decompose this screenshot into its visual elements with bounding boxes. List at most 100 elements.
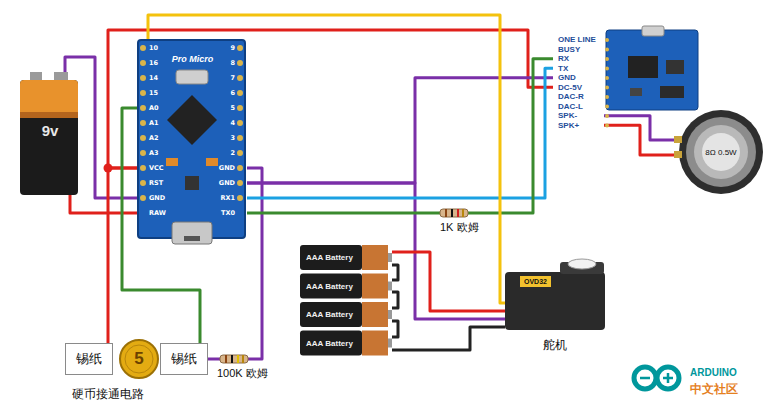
foil-pad: 锡纸 bbox=[160, 343, 208, 375]
battery-body bbox=[300, 302, 362, 327]
battery-cap bbox=[362, 302, 388, 327]
logo-plus bbox=[667, 373, 670, 383]
wire bbox=[247, 68, 553, 198]
pin-label: A1 bbox=[149, 119, 159, 127]
mp3-board bbox=[606, 30, 698, 110]
logo-ring bbox=[634, 367, 656, 389]
wire bbox=[392, 265, 398, 280]
pin-label: 2 bbox=[230, 149, 235, 157]
pin-label: 3 bbox=[230, 134, 235, 142]
pin-label: 9 bbox=[230, 44, 235, 52]
node-text: OVD32 bbox=[520, 276, 551, 287]
part-name: 舵机 bbox=[543, 337, 567, 354]
resistor-symbol bbox=[440, 209, 468, 217]
speaker-dome bbox=[702, 133, 740, 171]
battery-nub bbox=[388, 253, 392, 262]
resistor-band bbox=[237, 355, 239, 363]
pin-label: 7 bbox=[230, 74, 235, 82]
node-text: 锡纸 bbox=[76, 350, 102, 368]
battery-cap bbox=[362, 331, 388, 356]
pin-holes bbox=[237, 48, 243, 213]
node-text: DAC-L bbox=[558, 102, 583, 112]
node-text: DC-5V bbox=[558, 83, 582, 93]
battery-body bbox=[300, 331, 362, 356]
pin-label: 6 bbox=[230, 89, 235, 97]
pin-label: GND bbox=[219, 179, 235, 187]
pin-label: 10 bbox=[149, 44, 158, 52]
battery-nub bbox=[388, 339, 392, 348]
resistor-value: 1K 欧姆 bbox=[440, 220, 479, 235]
node-text: ONE LINE bbox=[558, 35, 596, 45]
usb-port bbox=[184, 236, 200, 241]
aaa-battery: AAA Battery bbox=[300, 331, 392, 356]
wire bbox=[604, 125, 679, 155]
pin-label: VCC bbox=[149, 164, 164, 172]
coin bbox=[120, 340, 158, 378]
mp3-module-pins: ONE LINEBUSYRXTXGNDDC-5VDAC-RDAC-LSPK-SP… bbox=[553, 35, 604, 131]
resistor-band bbox=[445, 209, 447, 217]
servo-horn bbox=[568, 259, 596, 269]
node-text: 锡纸 bbox=[171, 350, 197, 368]
battery-body bbox=[300, 245, 362, 270]
chip bbox=[666, 60, 684, 74]
crystal bbox=[176, 70, 208, 84]
speaker-terminal bbox=[674, 136, 682, 143]
node-text: 8Ω 0.5W bbox=[705, 148, 736, 157]
capacitor bbox=[166, 158, 178, 166]
pin-label: 5 bbox=[230, 104, 235, 112]
wire bbox=[247, 59, 553, 213]
resistor-band bbox=[457, 209, 459, 217]
node-text: GND bbox=[558, 73, 576, 83]
coin: 5 bbox=[120, 340, 158, 378]
usb-connector bbox=[172, 222, 212, 244]
speaker-terminal bbox=[674, 151, 682, 158]
mcu-chip bbox=[167, 95, 217, 145]
node-text: AAA Battery bbox=[306, 253, 353, 262]
node-text: RX bbox=[558, 54, 569, 64]
pin-label: 16 bbox=[149, 59, 158, 67]
chip bbox=[630, 88, 642, 96]
servo-body bbox=[505, 272, 605, 330]
wire bbox=[247, 78, 553, 183]
battery-nub bbox=[388, 310, 392, 319]
node-text: AAA Battery bbox=[306, 310, 353, 319]
node-text: AAA Battery bbox=[306, 282, 353, 291]
pin-label: RX1 bbox=[220, 194, 235, 202]
logo-ring bbox=[657, 367, 679, 389]
pin-label: 15 bbox=[149, 89, 158, 97]
battery-band-edge bbox=[20, 112, 78, 118]
regulator bbox=[185, 176, 199, 190]
battery-cap bbox=[362, 274, 388, 299]
wire bbox=[392, 327, 505, 350]
resistor-symbol bbox=[220, 355, 248, 363]
pin-label: A0 bbox=[149, 104, 159, 112]
logo-minus bbox=[640, 377, 650, 380]
node-text: TX bbox=[558, 64, 568, 74]
pin-label: A2 bbox=[149, 134, 159, 142]
resistor-value: 100K 欧姆 bbox=[217, 366, 268, 381]
foil-pad: 锡纸 bbox=[65, 343, 113, 375]
wire bbox=[392, 321, 398, 337]
chip bbox=[660, 86, 684, 98]
aaa-battery: AAA Battery bbox=[300, 245, 392, 270]
pin-label: RST bbox=[149, 179, 163, 187]
coin-rim bbox=[125, 345, 153, 373]
logo-text: ARDUINO bbox=[690, 367, 737, 378]
wire bbox=[392, 252, 505, 311]
chip bbox=[628, 56, 658, 78]
resistor-band bbox=[451, 209, 453, 217]
pin-label: GND bbox=[219, 164, 235, 172]
node-text: SPK+ bbox=[558, 121, 579, 131]
battery-body bbox=[300, 274, 362, 299]
capacitor bbox=[206, 158, 218, 166]
node-text: 9v bbox=[20, 122, 80, 139]
header-pins bbox=[605, 40, 609, 126]
pin-label: TX0 bbox=[221, 209, 235, 217]
aaa-battery: AAA Battery bbox=[300, 302, 392, 327]
speaker-frame bbox=[679, 110, 763, 194]
aaa-battery: AAA Battery bbox=[300, 274, 392, 299]
speaker-cone bbox=[694, 125, 748, 179]
node-text: DAC-R bbox=[558, 92, 584, 102]
